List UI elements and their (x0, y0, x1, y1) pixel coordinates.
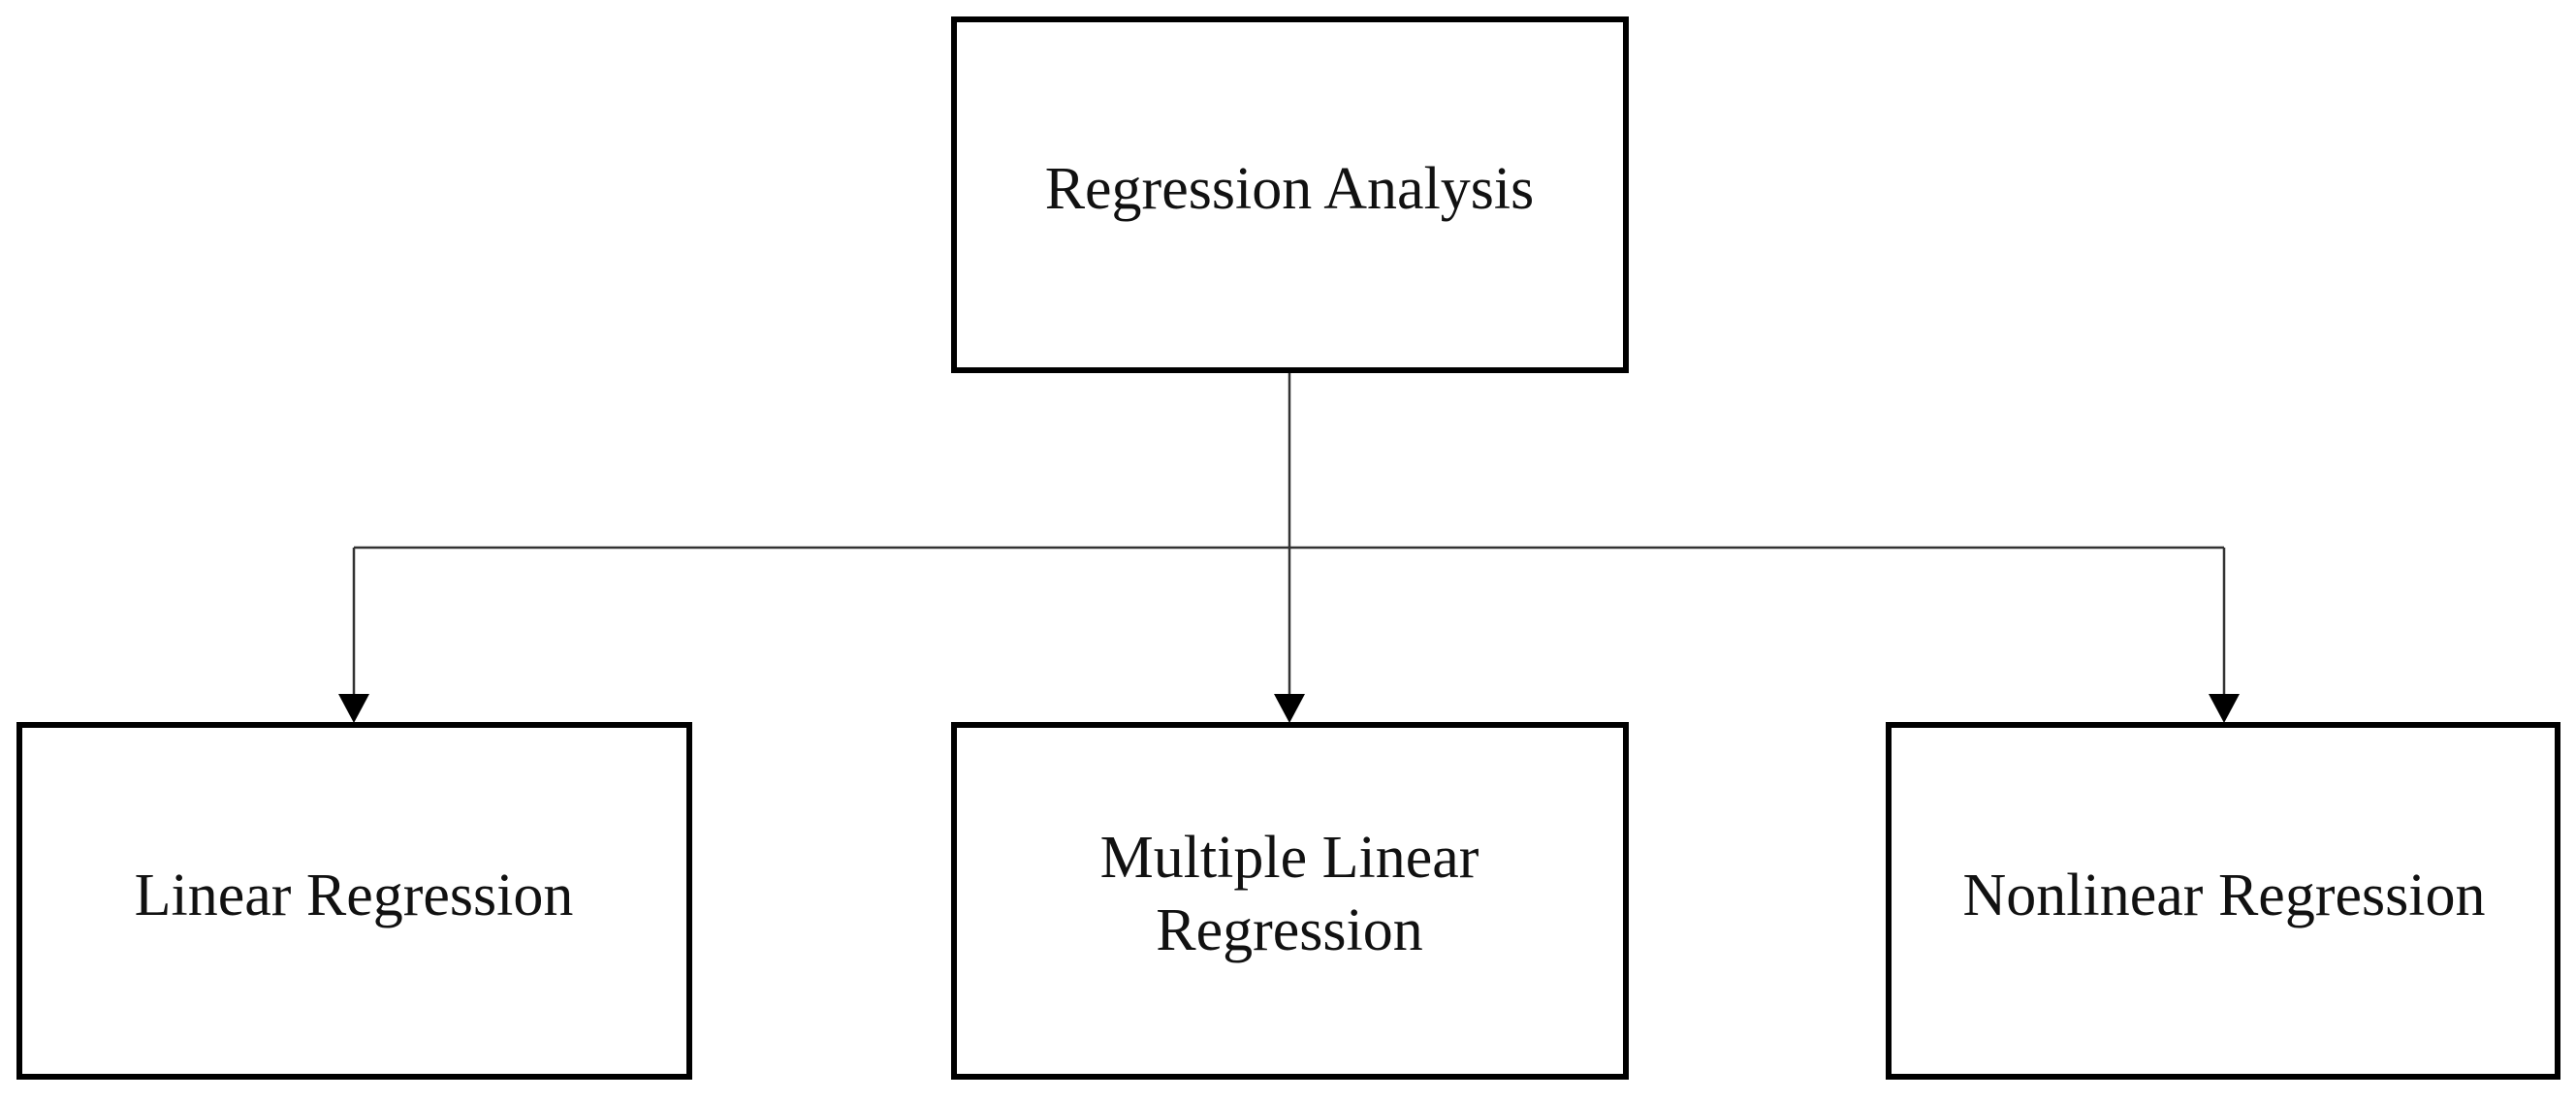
node-box (16, 722, 692, 1080)
node-label: Linear Regression (135, 863, 574, 928)
node-label-line-2: Regression (1156, 897, 1423, 963)
arrowhead-middle (1274, 694, 1305, 723)
node-box (951, 722, 1629, 1080)
node-nonlinear-regression: Nonlinear Regression (1886, 722, 2560, 1080)
node-regression-analysis: Regression Analysis (951, 16, 1629, 373)
node-multiple-linear-regression: Multiple Linear Regression (951, 722, 1629, 1080)
arrowhead-left (338, 694, 369, 723)
connectors (338, 371, 2240, 723)
node-label: Regression Analysis (1045, 156, 1535, 222)
node-box (1886, 722, 2560, 1080)
node-label-line-1: Multiple Linear (1100, 825, 1479, 891)
node-label: Nonlinear Regression (1963, 863, 2486, 928)
node-box (951, 16, 1629, 373)
arrowhead-right (2209, 694, 2240, 723)
node-linear-regression: Linear Regression (16, 722, 692, 1080)
